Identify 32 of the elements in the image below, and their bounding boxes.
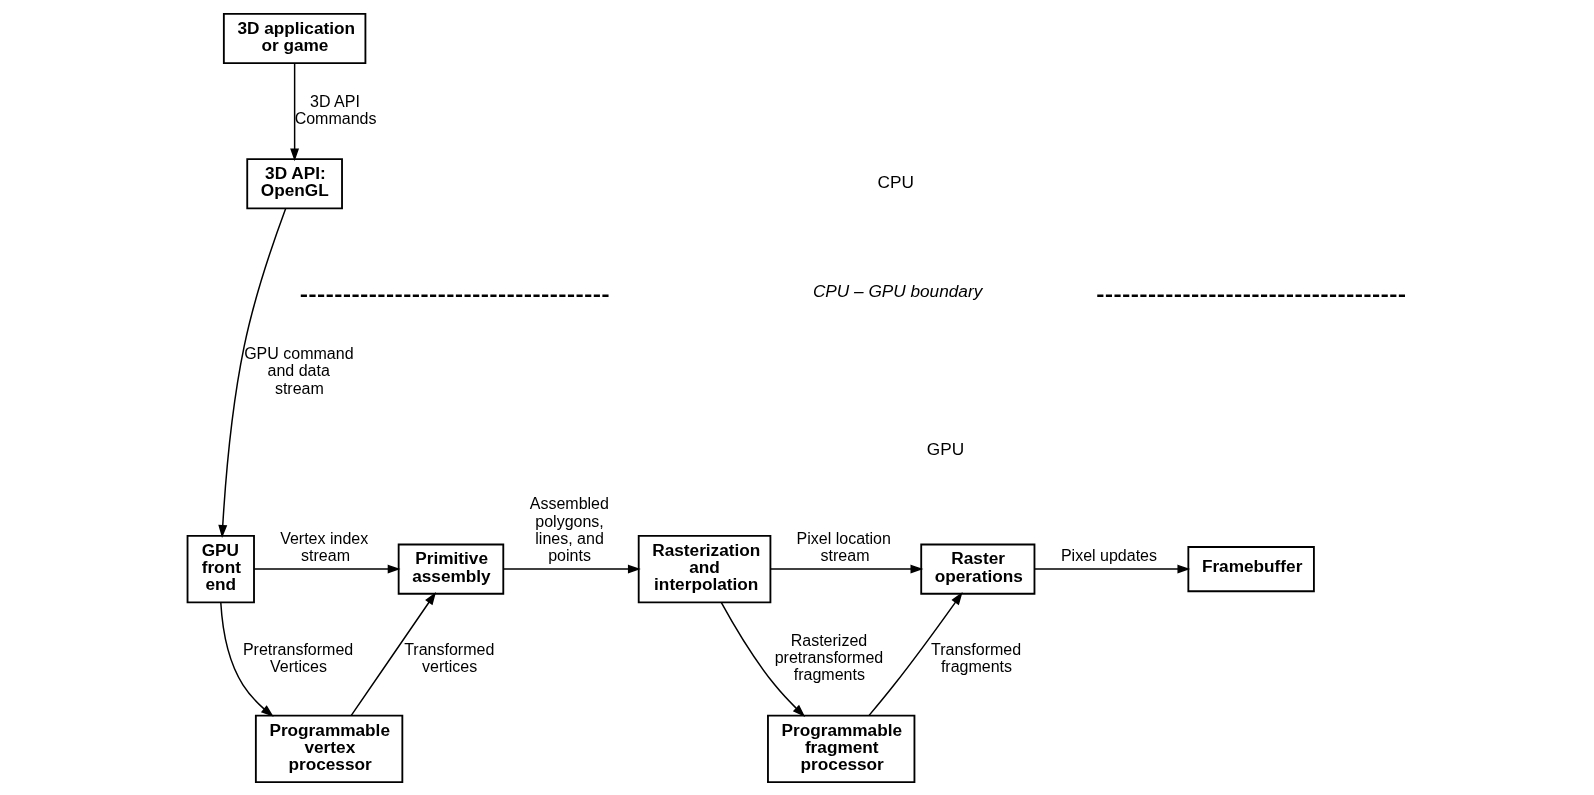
node-box: Rasterization and interpolation <box>637 534 771 603</box>
edge-label: Pixel location stream <box>796 529 891 564</box>
node-box: 3D application or game <box>222 12 366 64</box>
edge-label: Transformed vertices <box>403 640 494 675</box>
label: CPU – GPU boundary <box>812 280 982 301</box>
edge-label: 3D API Commands <box>294 92 376 127</box>
arrow <box>867 591 963 716</box>
label: GPU <box>926 438 964 459</box>
arrow <box>217 207 286 538</box>
arrow <box>502 564 641 574</box>
edge-label: Assembled polygons, lines, and points <box>529 494 609 564</box>
edge-label: GPU command and data stream <box>243 344 354 397</box>
label: CPU <box>877 171 914 192</box>
arrow <box>769 564 923 574</box>
node-box: Raster operations <box>919 543 1035 595</box>
node-box: Programmable fragment processor <box>766 714 915 783</box>
node-box: GPU front end <box>186 534 255 603</box>
edge-label: Transformed fragments <box>930 640 1021 675</box>
node-box: Primitive assembly <box>397 543 504 595</box>
arrow <box>289 62 299 161</box>
arrow <box>1033 564 1190 574</box>
edge-label: Pretransformed Vertices <box>242 640 353 675</box>
node-box: Programmable vertex processor <box>254 714 403 783</box>
arrow <box>349 591 436 716</box>
node-box: 3D API: OpenGL <box>245 157 343 209</box>
edge-label: Pixel updates <box>1060 546 1157 564</box>
node-box: Framebuffer <box>1186 545 1315 592</box>
edge-label: Rasterized pretransformed fragments <box>774 631 883 683</box>
arrow <box>219 601 274 717</box>
edge-label: Vertex index stream <box>279 529 368 564</box>
arrow <box>253 564 400 574</box>
arrow <box>720 601 805 717</box>
